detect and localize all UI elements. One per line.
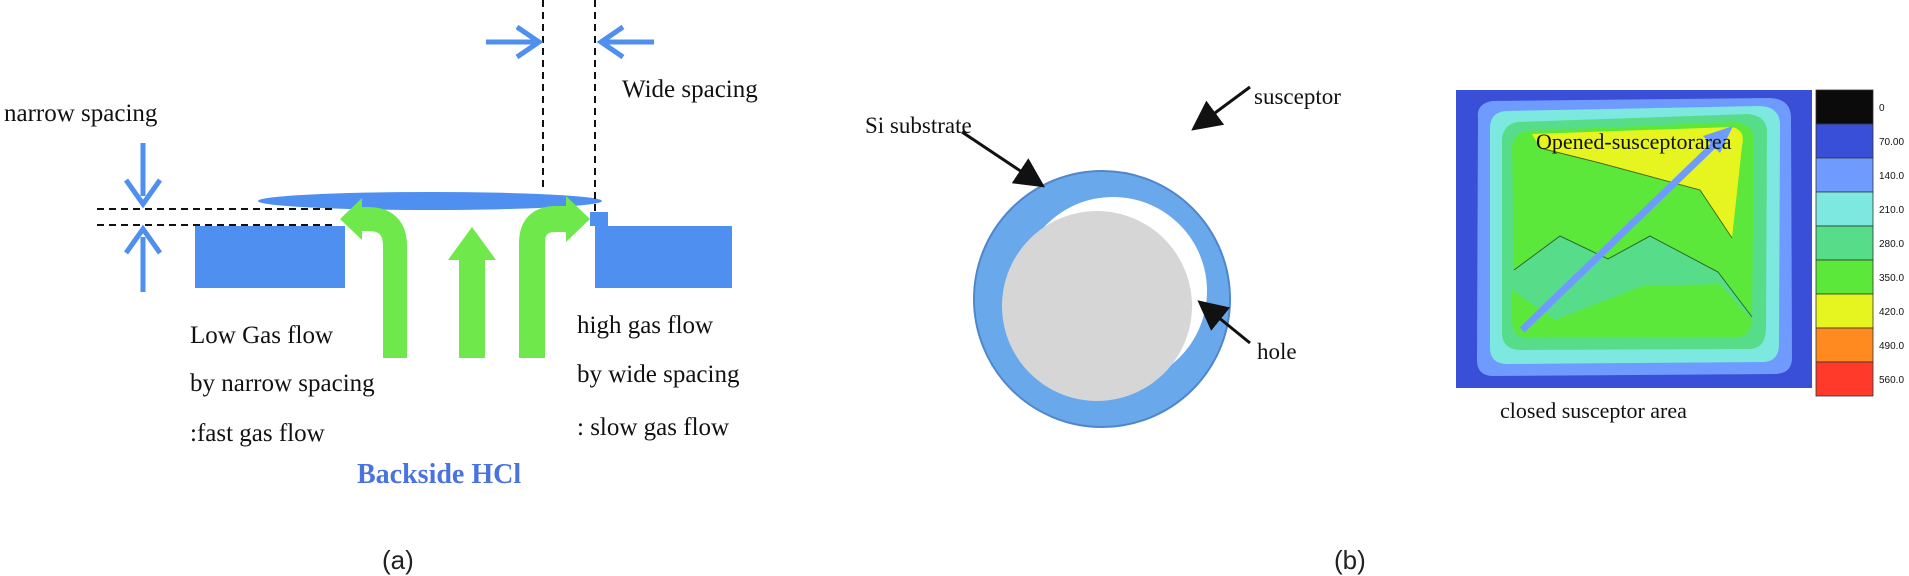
hole-arrow-icon xyxy=(1197,300,1251,345)
si-substrate-label: Si substrate xyxy=(865,113,972,138)
contour-line-inner-2 xyxy=(1539,147,1733,239)
colorbar: 0 70.00 140.0 210.0 280.0 350.0 420.0 490.0 560.… xyxy=(1815,89,1904,397)
closed-susceptor-label: closed susceptor area xyxy=(1500,398,1687,423)
colorbar-tick-label: 0 xyxy=(1879,103,1885,114)
colorbar-swatch xyxy=(1815,361,1874,397)
panel-b-susceptor: Si substrate susceptor hole xyxy=(865,84,1341,428)
si-substrate xyxy=(1002,211,1192,401)
diagonal-arrow-head-icon xyxy=(1703,126,1733,153)
wide-spacing-arrow-left-icon xyxy=(596,24,654,60)
caption-b: (b) xyxy=(1334,545,1366,575)
narrow-spacing-label: narrow spacing xyxy=(4,100,158,127)
high-flow-line-1: high gas flow xyxy=(577,312,713,339)
gas-flow-arrow-bent-right-icon xyxy=(519,196,590,358)
colorbar-swatch xyxy=(1815,191,1874,227)
contour-level-420 xyxy=(1532,127,1743,238)
colorbar-swatch xyxy=(1815,293,1874,329)
right-susceptor-block xyxy=(595,226,732,288)
contour-line-inner xyxy=(1513,235,1753,318)
right-susceptor-step xyxy=(590,212,608,226)
susceptor-label: susceptor xyxy=(1254,84,1341,109)
left-susceptor-block xyxy=(195,226,345,288)
low-flow-line-3: :fast gas flow xyxy=(190,420,325,447)
low-flow-line-1: Low Gas flow xyxy=(190,322,333,349)
narrow-spacing-arrow-down-icon xyxy=(123,143,163,209)
opened-susceptor-label: Opened-susceptorarea xyxy=(1536,129,1732,154)
low-flow-line-2: by narrow spacing xyxy=(190,370,375,397)
colorbar-swatch xyxy=(1815,327,1874,363)
colorbar-tick-label: 280.0 xyxy=(1879,239,1904,250)
panel-a: narrow spacing Wide spacing Low Gas flow… xyxy=(4,0,758,575)
diagonal-arrow-line xyxy=(1519,134,1725,333)
colorbar-swatch xyxy=(1815,123,1874,159)
gas-flow-arrow-bent-left-icon xyxy=(340,198,407,358)
colorbar-tick-label: 140.0 xyxy=(1879,171,1904,182)
colorbar-tick-label: 350.0 xyxy=(1879,273,1904,284)
colorbar-tick-label: 210.0 xyxy=(1879,205,1904,216)
gas-flow-arrow-up-icon xyxy=(448,227,496,358)
colorbar-swatch xyxy=(1815,89,1874,125)
caption-a: (a) xyxy=(382,545,414,575)
colorbar-swatch xyxy=(1815,157,1874,193)
hole-label: hole xyxy=(1257,339,1297,364)
panel-b-contour-map: Opened-susceptorarea closed susceptor ar… xyxy=(1456,89,1904,423)
backside-hcl-title: Backside HCl xyxy=(357,459,521,490)
wide-spacing-arrow-right-icon xyxy=(486,24,544,60)
colorbar-swatch xyxy=(1815,225,1874,261)
colorbar-tick-label: 560.0 xyxy=(1879,375,1904,386)
colorbar-tick-label: 70.00 xyxy=(1879,137,1904,148)
high-flow-line-2: by wide spacing xyxy=(577,361,740,388)
colorbar-tick-label: 420.0 xyxy=(1879,307,1904,318)
narrow-spacing-arrow-up-icon xyxy=(123,224,163,292)
colorbar-tick-label: 490.0 xyxy=(1879,341,1904,352)
wafer xyxy=(258,192,602,210)
colorbar-swatch xyxy=(1815,259,1874,295)
wide-spacing-label: Wide spacing xyxy=(622,76,758,103)
susceptor-arrow-icon xyxy=(1191,85,1251,131)
si-substrate-arrow-icon xyxy=(961,130,1045,188)
high-flow-line-3: : slow gas flow xyxy=(577,414,729,441)
